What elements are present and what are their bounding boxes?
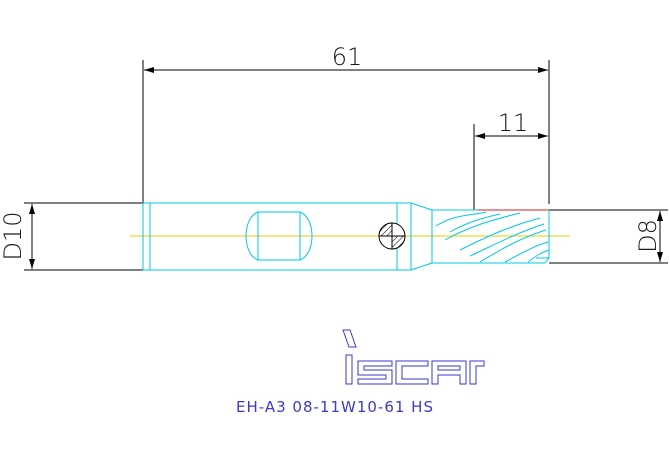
logo-a bbox=[431, 360, 467, 385]
logo-s bbox=[357, 360, 393, 385]
iscar-logo bbox=[342, 329, 485, 385]
section-hatch-top bbox=[378, 222, 393, 237]
flute-curve-5 bbox=[504, 241, 549, 263]
flute-curve-7 bbox=[469, 223, 545, 257]
section-hatch-bottom bbox=[391, 235, 406, 250]
end-mill-tool bbox=[142, 202, 551, 271]
taper-bottom bbox=[410, 262, 433, 271]
flute-curve-6 bbox=[449, 213, 501, 233]
flute-curve-1 bbox=[435, 211, 487, 227]
flute-curve-3 bbox=[459, 217, 541, 251]
taper-top bbox=[410, 202, 433, 211]
tip-corner bbox=[536, 257, 551, 264]
flute-length-label: 11 bbox=[498, 109, 529, 137]
tool-shank bbox=[142, 202, 412, 271]
flute-curve-2 bbox=[444, 212, 521, 241]
overall-length-label: 61 bbox=[332, 43, 363, 71]
logo-c bbox=[395, 360, 429, 385]
logo-i-dot bbox=[342, 329, 357, 348]
section-marker bbox=[378, 222, 406, 250]
flute-length-dimension: 11 bbox=[473, 109, 548, 210]
cutting-diameter-dimension: D8 bbox=[549, 209, 668, 264]
logo-r bbox=[469, 360, 485, 385]
shank-diameter-label: D10 bbox=[0, 211, 27, 260]
overall-length-dimension: 61 bbox=[142, 43, 550, 204]
flute-curve-4 bbox=[479, 229, 547, 263]
flute-curve-8 bbox=[527, 249, 550, 263]
product-designation: EH-A3 08-11W10-61 HS bbox=[236, 398, 434, 416]
logo-i-stem bbox=[345, 354, 353, 385]
cutting-diameter-label: D8 bbox=[634, 219, 662, 253]
shank-diameter-dimension: D10 bbox=[0, 202, 143, 271]
